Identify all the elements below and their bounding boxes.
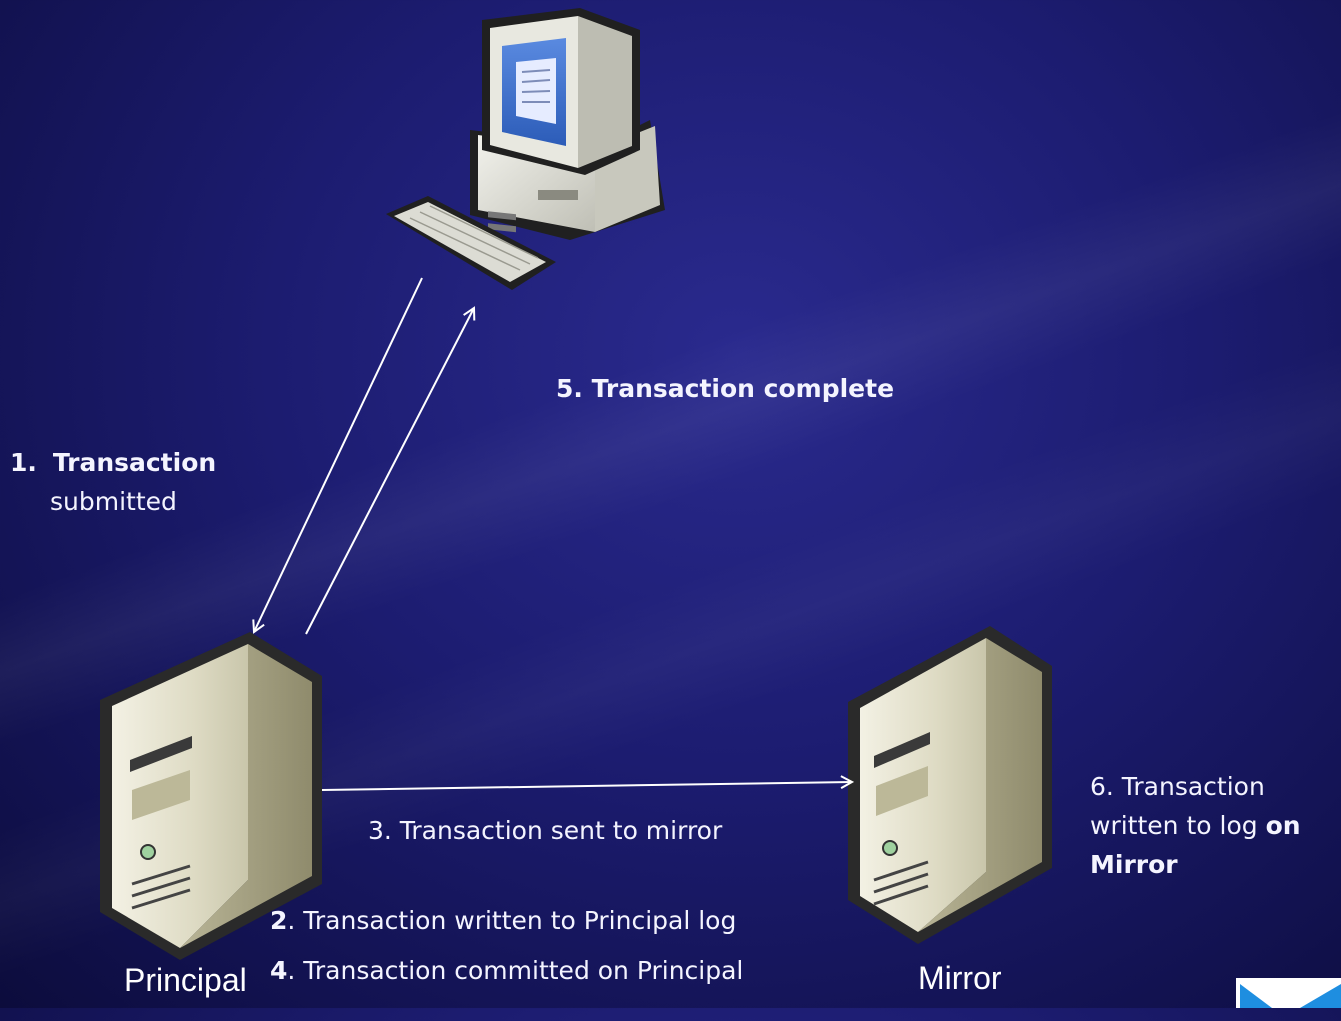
arrow-submit-to-principal bbox=[254, 277, 423, 632]
mirror-label: Mirror bbox=[918, 960, 1002, 996]
principal-label: Principal bbox=[124, 962, 247, 998]
step-1-label: 1. Transaction submitted bbox=[10, 448, 217, 516]
arrow-complete-to-client bbox=[305, 308, 474, 635]
mirror-server-icon bbox=[848, 626, 1052, 944]
principal-server-icon bbox=[100, 632, 322, 960]
step-4-label: 4. Transaction committed on Principal bbox=[270, 956, 744, 985]
step-5-label: 5. Transaction complete bbox=[556, 374, 895, 403]
workstation-icon bbox=[386, 8, 665, 290]
step-2-label: 2. Transaction written to Principal log bbox=[270, 906, 737, 935]
logo-icon bbox=[1236, 978, 1341, 1008]
step-6-label: 6. Transaction written to log on Mirror bbox=[1090, 772, 1301, 879]
arrow-principal-to-mirror bbox=[321, 782, 852, 791]
step-3-label: 3. Transaction sent to mirror bbox=[368, 816, 723, 845]
